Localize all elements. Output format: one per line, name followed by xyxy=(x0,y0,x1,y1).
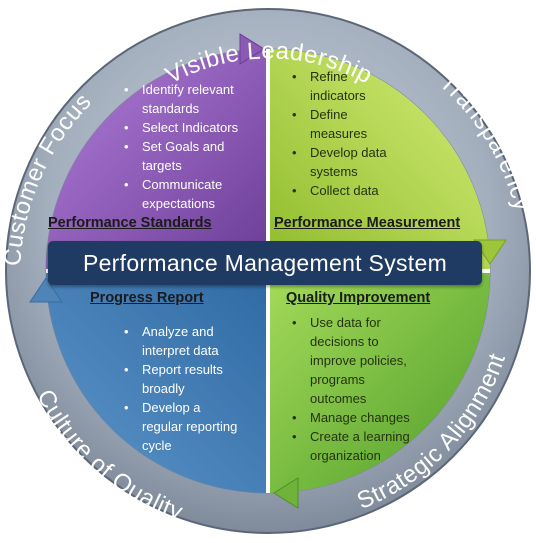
measurement-item: Collect data xyxy=(286,181,426,200)
progress-item: Develop a xyxy=(118,398,268,417)
measurement-item: Define xyxy=(286,105,426,124)
quality-item: Create a learning xyxy=(286,427,436,446)
center-banner: Performance Management System xyxy=(48,241,482,285)
progress-list: Analyze and interpret data Report result… xyxy=(118,322,268,455)
measurement-item: indicators xyxy=(310,88,366,103)
standards-item: Select Indicators xyxy=(118,118,268,137)
standards-item: expectations xyxy=(142,196,215,211)
quality-item: Use data for xyxy=(286,313,436,332)
measurement-item: Develop data xyxy=(286,143,426,162)
progress-item: Analyze and xyxy=(118,322,268,341)
measurement-item: Refine xyxy=(286,67,426,86)
arrow-head-left-icon xyxy=(29,277,63,303)
standards-title: Performance Standards xyxy=(48,215,212,231)
quality-item: decisions to xyxy=(310,334,379,349)
arrow-head-top-icon xyxy=(239,33,265,65)
quality-item: programs xyxy=(310,372,365,387)
measurement-list: Refine indicators Define measures Develo… xyxy=(286,67,426,200)
arrow-head-bottom-icon xyxy=(273,477,299,509)
standards-item: Set Goals and xyxy=(118,137,268,156)
progress-item: Report results xyxy=(118,360,268,379)
progress-item: regular reporting xyxy=(142,419,238,434)
standards-item: Communicate xyxy=(118,175,268,194)
progress-item: interpret data xyxy=(142,343,219,358)
progress-title: Progress Report xyxy=(90,290,204,306)
progress-item: broadly xyxy=(142,381,185,396)
standards-item: standards xyxy=(142,101,200,116)
quality-item: outcomes xyxy=(310,391,367,406)
progress-item: cycle xyxy=(142,438,172,453)
quality-item: improve policies, xyxy=(310,353,407,368)
measurement-title: Performance Measurement xyxy=(274,215,461,231)
quality-item: organization xyxy=(310,448,381,463)
standards-item: targets xyxy=(142,158,182,173)
center-title: Performance Management System xyxy=(82,249,448,276)
quadrant-standards xyxy=(46,49,268,271)
quality-list: Use data for decisions to improve polici… xyxy=(286,313,436,465)
arrow-head-right-icon xyxy=(473,239,507,265)
measurement-item: measures xyxy=(310,126,368,141)
quality-item: Manage changes xyxy=(286,408,436,427)
standards-list: Identify relevant standards Select Indic… xyxy=(118,80,268,213)
quality-title: Quality Improvement xyxy=(286,290,431,306)
measurement-item: systems xyxy=(310,164,358,179)
standards-item: Identify relevant xyxy=(118,80,268,99)
